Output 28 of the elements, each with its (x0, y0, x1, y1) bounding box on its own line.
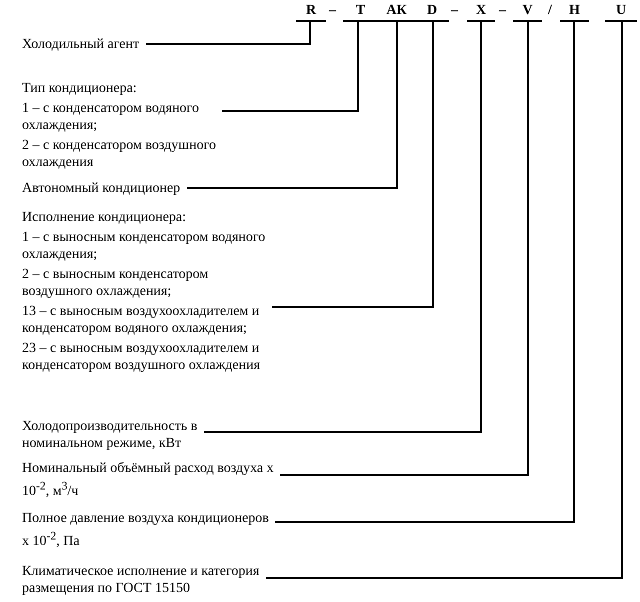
separator-sign: – (451, 2, 458, 20)
separator-sign: – (329, 2, 336, 20)
description-text: Климатическое исполнение и категория размещения по ГОСТ 15150 (22, 563, 290, 600)
leader-line (275, 22, 575, 523)
code-letter: D (415, 2, 449, 22)
code-letter: X (467, 2, 495, 22)
description-text: Холодильный агент (22, 36, 290, 56)
leader-line (204, 22, 482, 433)
code-letter: АК (378, 2, 415, 22)
code-letter: T (343, 2, 378, 22)
separator-sign: – (499, 2, 506, 20)
code-letter: V (513, 2, 542, 22)
description-text: Автономный кондиционер (22, 180, 290, 200)
leader-line (266, 22, 623, 579)
code-letter: U (605, 2, 637, 22)
description-text: Исполнение кондиционера: 1 – с выносным конденсатором водяного охлаждения; 2 – с выносным конденсатором воздушного охлаждения; 13 – с выносным воздухоохладителем и конденсатором водяного охлаждения; 23 – с выносным воздухоохладителем и конденсатором воздушного охлаждения (22, 209, 290, 377)
leader-line (187, 22, 398, 189)
leader-line (146, 22, 311, 45)
code-letter: R (296, 2, 326, 22)
description-text: Холодопроизводительность в номинальном режиме, кВт (22, 418, 290, 455)
leader-line (272, 22, 434, 308)
separator-sign: / (548, 2, 552, 20)
description-text: Номинальный объёмный расход воздуха х 10$^{-2}$, м$^{3}$/ч (22, 460, 290, 503)
code-letter: H (560, 2, 589, 22)
leader-line (280, 22, 529, 476)
description-text: Тип кондиционера: 1 – с конденсатором водяного охлаждения; 2 – с конденсатором воздушного охлаждения (22, 80, 290, 174)
leader-line (222, 22, 359, 112)
description-text: Полное давление воздуха кондиционеров х 10$^{-2}$, Па (22, 510, 290, 553)
